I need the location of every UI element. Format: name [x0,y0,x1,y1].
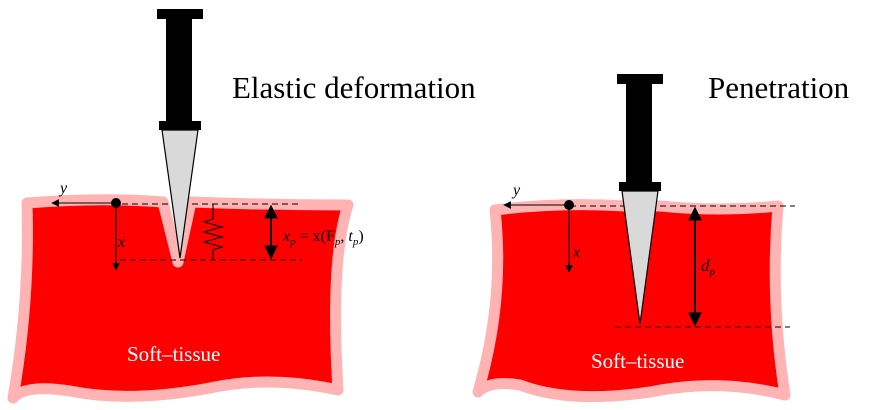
left-y-axis-label: y [58,180,68,197]
right-panel-title: Penetration [708,70,850,105]
left-tool-cap [157,9,203,19]
right-tool-collar [619,182,661,191]
right-tissue-label: Soft–tissue [591,349,684,373]
right-depth-label: dp [701,256,716,278]
left-x-axis-label: x [117,234,125,251]
right-tool-handle [626,84,652,182]
left-displacement-label: xp = x(Fp, tp) [282,228,364,248]
right-panel: Penetration Soft–tissue y x dp [472,70,850,403]
left-panel: Elastic deformation Soft–tissue y x xp =… [7,9,476,404]
left-tissue-label: Soft–tissue [127,342,220,366]
right-x-axis-label: x [572,244,580,261]
right-tool-cap [617,74,663,84]
left-tool-needle [161,129,199,259]
right-y-axis-label: y [511,182,521,199]
right-tool-needle [621,190,659,325]
left-tool-collar [159,121,201,130]
left-spring [201,204,225,260]
left-panel-title: Elastic deformation [232,70,476,105]
left-tool-handle [166,19,192,121]
